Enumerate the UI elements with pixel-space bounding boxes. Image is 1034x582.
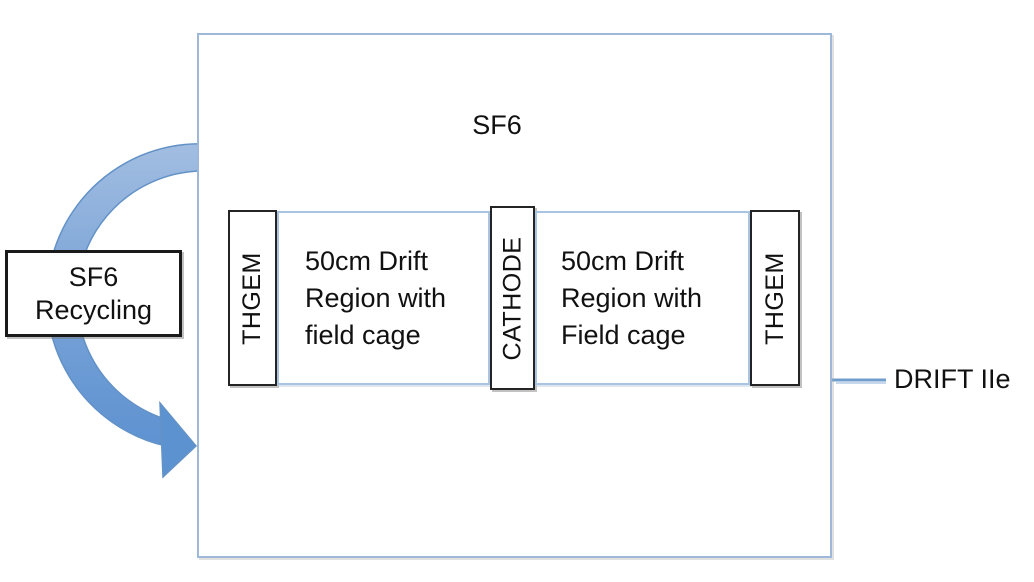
drift-left-line2: Region with	[305, 282, 447, 313]
thgem-left-box: THGEM	[228, 210, 277, 386]
recycle-arrow-band	[46, 143, 244, 447]
sf6-recycling-box: SF6 Recycling	[5, 250, 182, 337]
drift-left-line1: 50cm Drift	[305, 245, 429, 276]
thgem-right-label: THGEM	[760, 251, 789, 345]
recycling-label-line1: SF6	[68, 261, 119, 292]
drift-right-line2: Region with	[561, 282, 703, 313]
vessel-gas-label: SF6	[472, 110, 522, 140]
detector-name-label: DRIFT IIe	[894, 364, 1011, 394]
cathode-label: CATHODE	[498, 236, 526, 360]
drift-right-line3: Field cage	[561, 319, 686, 350]
drift-right-line1: 50cm Drift	[561, 245, 685, 276]
cathode-box: CATHODE	[490, 206, 535, 390]
drift-left-line3: field cage	[305, 319, 421, 350]
recycling-label-line2: Recycling	[34, 294, 153, 325]
drift-region-right-box: 50cm Drift Region with Field cage	[535, 211, 750, 385]
recycle-arrow-head	[159, 400, 198, 479]
thgem-right-box: THGEM	[750, 210, 800, 386]
drift-region-left-box: 50cm Drift Region with field cage	[277, 211, 490, 385]
thgem-left-label: THGEM	[238, 251, 266, 345]
